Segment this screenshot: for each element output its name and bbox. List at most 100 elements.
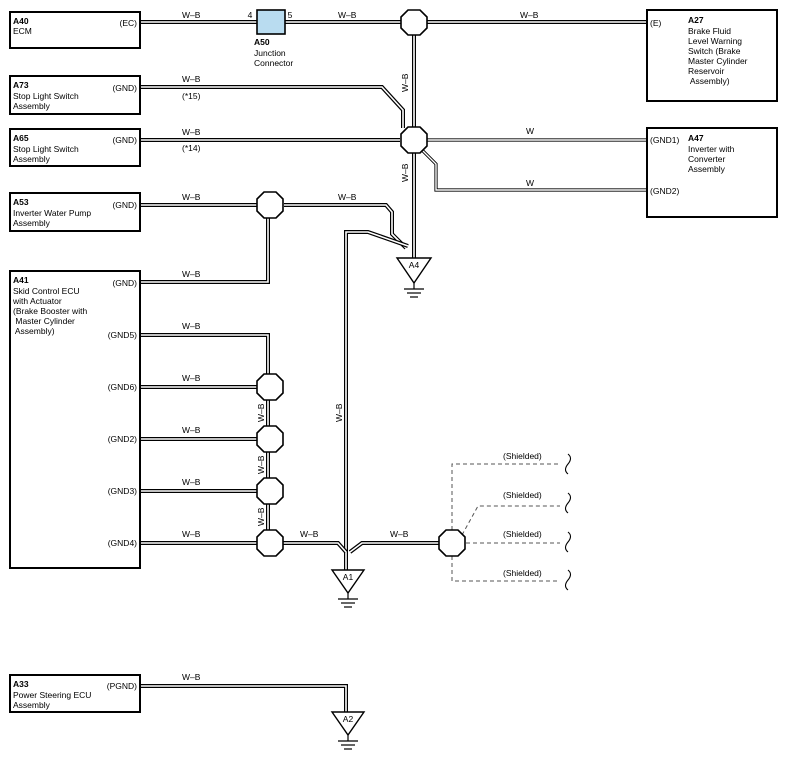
svg-text:(*14): (*14)	[182, 143, 201, 153]
svg-text:(*15): (*15)	[182, 91, 201, 101]
svg-text:(GND2): (GND2)	[650, 186, 679, 196]
svg-text:Brake Fluid: Brake Fluid	[688, 26, 731, 36]
svg-text:W–B: W–B	[182, 529, 201, 539]
wire-group	[140, 20, 648, 716]
svg-text:Assembly): Assembly)	[13, 326, 55, 336]
svg-text:W–B: W–B	[300, 529, 319, 539]
svg-text:ECM: ECM	[13, 26, 32, 36]
svg-text:Stop Light Switch: Stop Light Switch	[13, 144, 79, 154]
svg-text:Assembly): Assembly)	[688, 76, 730, 86]
svg-text:A47: A47	[688, 133, 704, 143]
svg-text:Switch (Brake: Switch (Brake	[688, 46, 741, 56]
splice-points	[256, 9, 466, 557]
splice-gnd4	[256, 529, 284, 557]
shielded-group: (Shielded) (Shielded) (Shielded) (Shield…	[503, 451, 572, 591]
svg-text:A41: A41	[13, 275, 29, 285]
splice-mid-right	[400, 126, 428, 154]
svg-text:W–B: W–B	[182, 672, 201, 682]
svg-text:W–B: W–B	[182, 127, 201, 137]
svg-text:Master Cylinder: Master Cylinder	[13, 316, 75, 326]
component-a65: A65 Stop Light Switch Assembly (GND)	[9, 128, 141, 167]
svg-text:(PGND): (PGND)	[107, 681, 137, 691]
component-a47: (GND1) (GND2) A47 Inverter with Converte…	[646, 127, 778, 218]
svg-text:W–B: W–B	[182, 74, 201, 84]
svg-text:A73: A73	[13, 80, 29, 90]
svg-text:W–B: W–B	[520, 10, 539, 20]
svg-text:A1: A1	[343, 572, 354, 582]
splice-a53	[256, 191, 284, 219]
svg-text:5: 5	[288, 10, 293, 20]
component-a40: A40 ECM (EC)	[9, 11, 141, 49]
svg-text:W–B: W–B	[182, 269, 201, 279]
splice-top-right	[400, 9, 428, 36]
ground-a2: A2	[330, 711, 366, 750]
svg-text:Assembly: Assembly	[13, 218, 51, 228]
svg-text:(GND6): (GND6)	[108, 382, 137, 392]
svg-text:W–B: W–B	[334, 403, 344, 422]
svg-text:Inverter with: Inverter with	[688, 144, 735, 154]
svg-text:Stop Light Switch: Stop Light Switch	[13, 91, 79, 101]
svg-text:(Shielded): (Shielded)	[503, 568, 542, 578]
svg-text:Connector: Connector	[254, 58, 293, 68]
wb-wires	[140, 20, 648, 716]
w-wires	[420, 138, 648, 192]
svg-text:(GND4): (GND4)	[108, 538, 137, 548]
svg-text:W–B: W–B	[390, 529, 409, 539]
svg-text:Assembly: Assembly	[13, 154, 51, 164]
svg-text:Power Steering ECU: Power Steering ECU	[13, 690, 91, 700]
component-a33: A33 Power Steering ECU Assembly (PGND)	[9, 674, 141, 713]
svg-text:(GND1): (GND1)	[650, 135, 679, 145]
svg-text:Assembly: Assembly	[13, 101, 51, 111]
svg-text:W: W	[526, 126, 534, 136]
svg-text:W–B: W–B	[338, 10, 357, 20]
svg-text:(GND): (GND)	[112, 200, 137, 210]
svg-text:(GND3): (GND3)	[108, 486, 137, 496]
component-a73: A73 Stop Light Switch Assembly (GND)	[9, 75, 141, 115]
svg-text:W–B: W–B	[256, 455, 266, 474]
svg-text:W–B: W–B	[256, 507, 266, 526]
svg-text:A53: A53	[13, 197, 29, 207]
svg-text:(GND): (GND)	[112, 83, 137, 93]
svg-text:(EC): (EC)	[120, 18, 138, 28]
svg-text:A2: A2	[343, 714, 354, 724]
svg-text:(GND): (GND)	[112, 278, 137, 288]
svg-text:4: 4	[248, 10, 253, 20]
wire-labels: W–B W–B W–B W–B (*15) W–B (*14) W W W–B …	[182, 10, 539, 682]
svg-text:Master Cylinder: Master Cylinder	[688, 56, 748, 66]
svg-text:W–B: W–B	[182, 10, 201, 20]
svg-text:(GND2): (GND2)	[108, 434, 137, 444]
svg-text:A33: A33	[13, 679, 29, 689]
svg-text:W–B: W–B	[400, 73, 410, 92]
svg-text:Junction: Junction	[254, 48, 286, 58]
svg-text:(E): (E)	[650, 18, 662, 28]
svg-text:Reservoir: Reservoir	[688, 66, 725, 76]
svg-text:(Shielded): (Shielded)	[503, 451, 542, 461]
svg-text:A4: A4	[409, 260, 420, 270]
svg-text:Level Warning: Level Warning	[688, 36, 742, 46]
component-a27: (E) A27 Brake Fluid Level Warning Switch…	[646, 9, 778, 102]
svg-text:A65: A65	[13, 133, 29, 143]
splice-shield	[438, 529, 466, 557]
svg-text:W: W	[526, 178, 534, 188]
svg-text:W–B: W–B	[182, 373, 201, 383]
splice-gnd6	[256, 373, 284, 401]
svg-text:(GND): (GND)	[112, 135, 137, 145]
svg-text:(Shielded): (Shielded)	[503, 529, 542, 539]
splice-gnd3	[256, 477, 284, 505]
svg-text:W–B: W–B	[338, 192, 357, 202]
ground-a4: A4	[395, 257, 433, 298]
svg-text:A40: A40	[13, 16, 29, 26]
svg-text:W–B: W–B	[182, 321, 201, 331]
svg-text:(Brake Booster with: (Brake Booster with	[13, 306, 87, 316]
svg-text:W–B: W–B	[182, 477, 201, 487]
svg-text:A27: A27	[688, 15, 704, 25]
junction-connector-a50: 4 5 A50 Junction Connector	[248, 9, 293, 68]
svg-text:W–B: W–B	[256, 403, 266, 422]
svg-text:Converter: Converter	[688, 154, 725, 164]
svg-text:Skid Control ECU: Skid Control ECU	[13, 286, 80, 296]
svg-text:(Shielded): (Shielded)	[503, 490, 542, 500]
component-a53: A53 Inverter Water Pump Assembly (GND)	[9, 192, 141, 232]
svg-text:W–B: W–B	[182, 425, 201, 435]
ground-a1: A1	[330, 569, 366, 608]
shielded-lines	[451, 463, 560, 582]
